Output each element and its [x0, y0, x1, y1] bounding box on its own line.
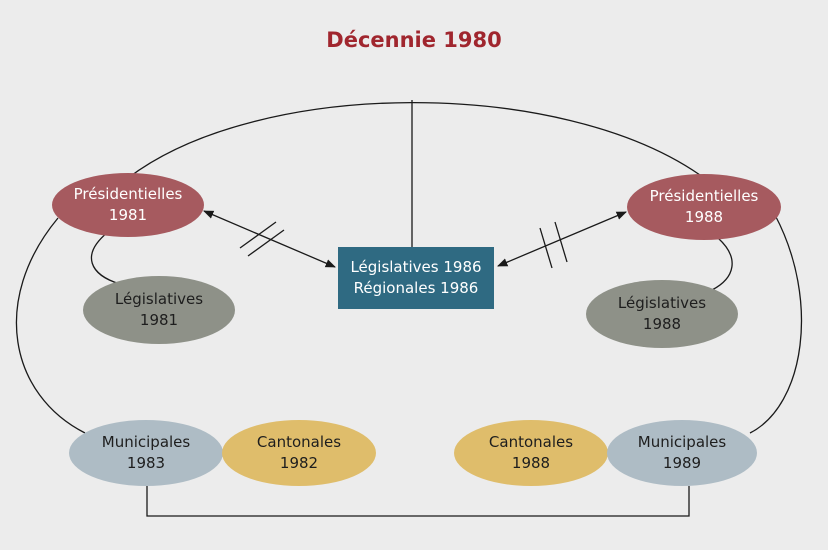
node-label: Municipales	[637, 433, 727, 451]
node-label: Législatives 1986	[350, 258, 482, 276]
left-not-equal-slash-2	[247, 229, 285, 257]
node-year: 1988	[642, 315, 682, 333]
node-year: 1981	[139, 311, 179, 329]
node-year: 1983	[126, 454, 166, 472]
left-not-equal-slash-1	[239, 221, 277, 249]
node-year: 1988	[511, 454, 551, 472]
node-year: 1988	[684, 208, 724, 226]
diagram-title: Décennie 1980	[326, 28, 502, 52]
node-label: Cantonales	[256, 433, 342, 451]
node-legislatives-1988: Législatives 1988	[586, 280, 738, 348]
node-label: Présidentielles	[73, 185, 183, 203]
left-outer-curve	[15, 217, 86, 434]
node-cantonales-1982: Cantonales 1982	[222, 420, 376, 486]
node-year: 1989	[662, 454, 702, 472]
top-arc-line	[127, 101, 701, 179]
node-label: Législatives	[617, 294, 707, 312]
node-label: Régionales 1986	[353, 279, 479, 297]
node-cantonales-1988: Cantonales 1988	[454, 420, 608, 486]
node-label: Législatives	[114, 290, 204, 308]
right-double-arrow	[497, 211, 627, 267]
node-year: 1982	[279, 454, 319, 472]
node-presidentielles-1988: Présidentielles 1988	[627, 174, 781, 240]
right-not-equal-slash-1	[539, 227, 553, 269]
node-municipales-1983: Municipales 1983	[69, 420, 223, 486]
node-municipales-1989: Municipales 1989	[607, 420, 757, 486]
node-label: Présidentielles	[649, 187, 759, 205]
node-label: Municipales	[101, 433, 191, 451]
node-year: 1981	[108, 206, 148, 224]
node-presidentielles-1981: Présidentielles 1981	[52, 173, 204, 237]
bottom-bracket-line	[146, 486, 690, 517]
node-label: Cantonales	[488, 433, 574, 451]
left-loop-curve	[90, 231, 121, 285]
node-legislatives-1981: Législatives 1981	[83, 276, 235, 344]
left-double-arrow	[203, 210, 336, 268]
right-not-equal-slash-2	[554, 221, 568, 263]
right-outer-curve	[749, 214, 803, 434]
right-loop-curve	[711, 237, 733, 291]
node-legislatives-regionales-1986: Législatives 1986 Régionales 1986	[338, 247, 494, 309]
